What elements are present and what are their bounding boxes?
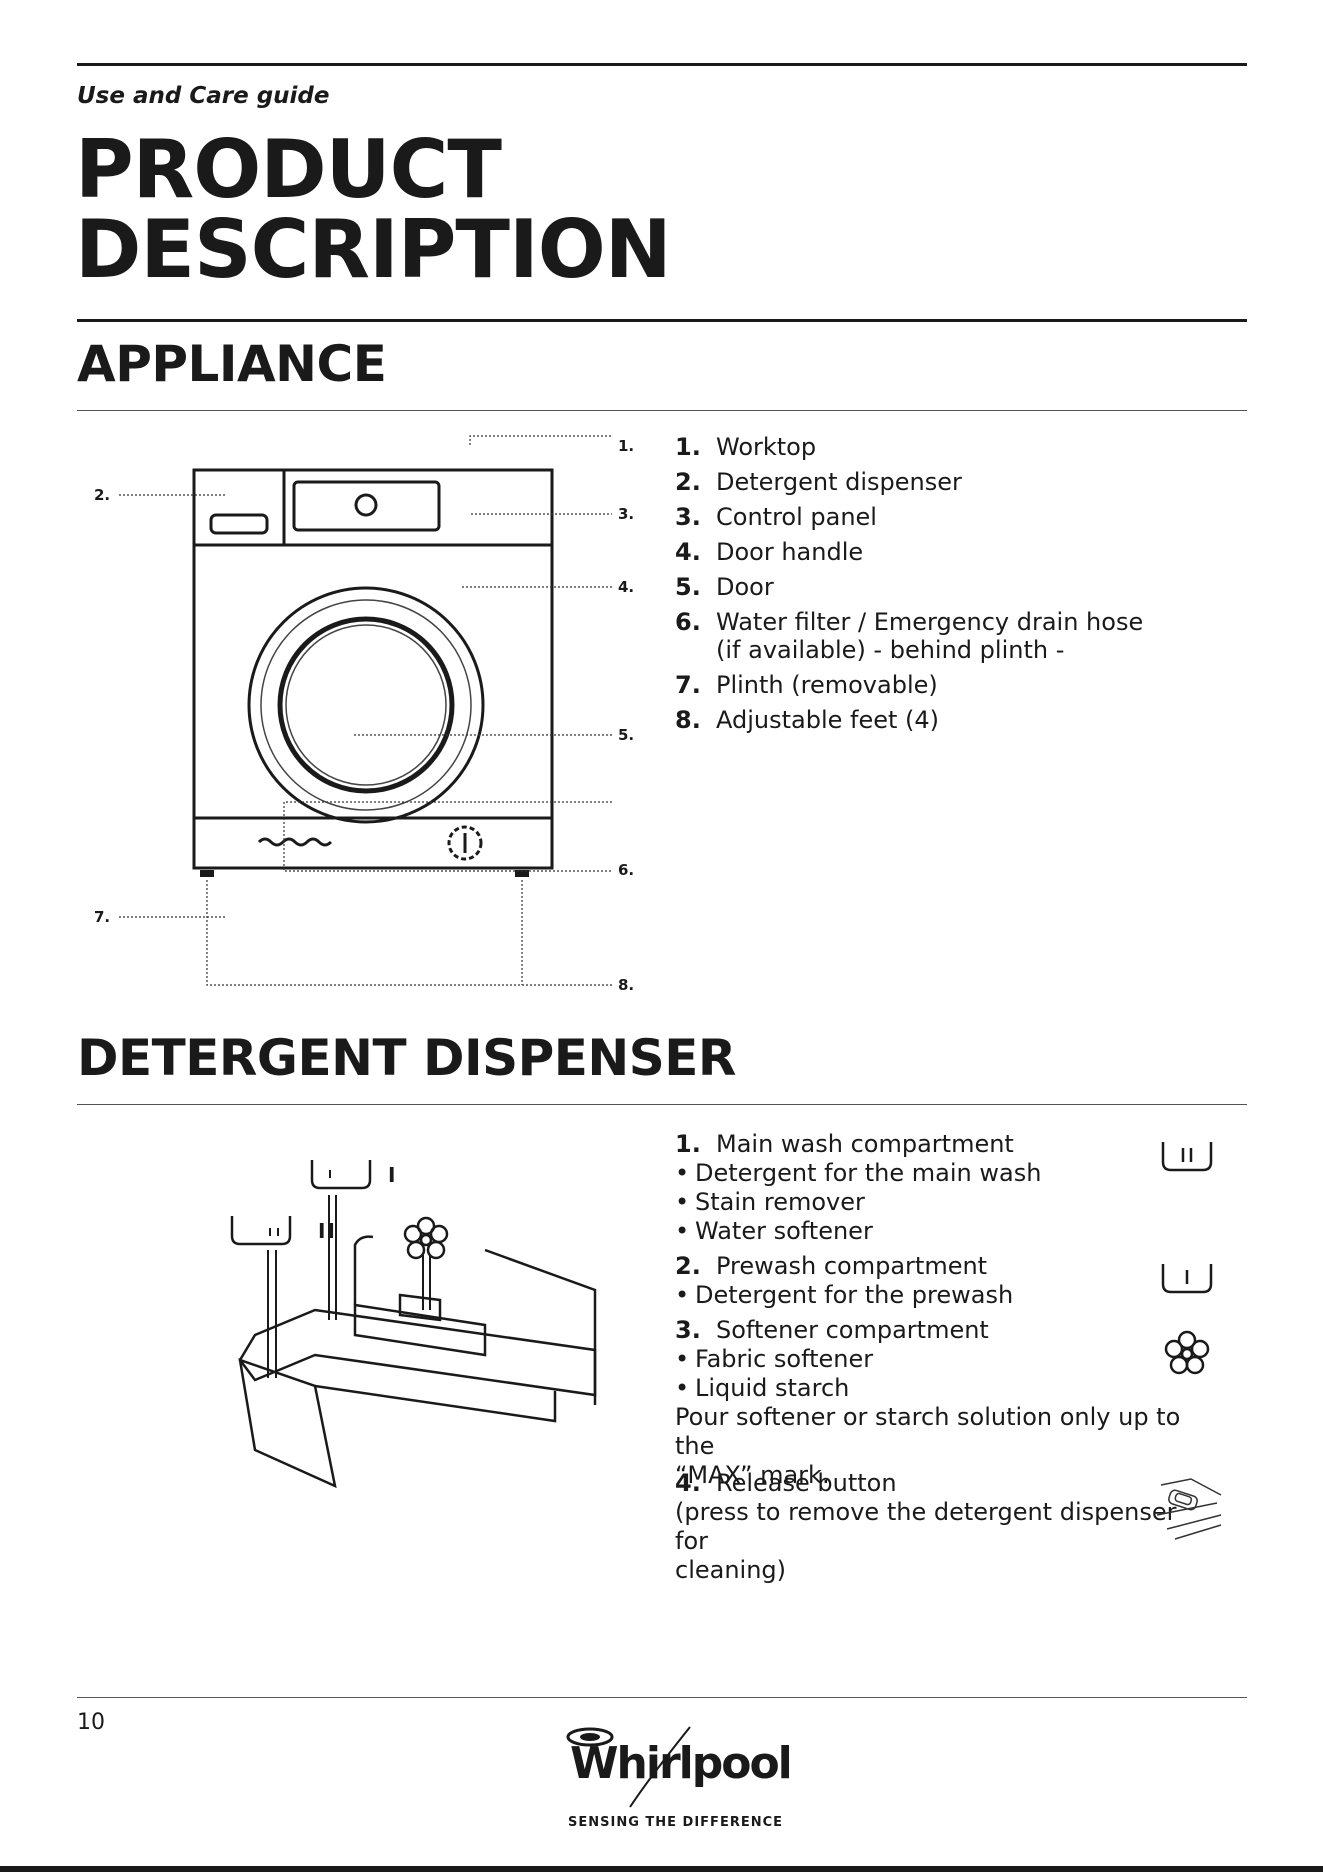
compartment-1: 1.Main wash compartment •Detergent for t… bbox=[675, 1130, 1215, 1246]
control-panel bbox=[292, 480, 441, 532]
prewash-symbol-label: I bbox=[388, 1163, 396, 1187]
dispenser-drawer bbox=[209, 513, 269, 535]
compartment-4: 4.Release button (press to remove the de… bbox=[675, 1469, 1222, 1585]
callout-3: 3. bbox=[618, 505, 635, 523]
door-ring bbox=[247, 586, 485, 824]
dispenser-subrule bbox=[77, 1104, 1247, 1105]
compartment-2: 2.Prewash compartment •Detergent for the… bbox=[675, 1252, 1215, 1310]
release-button-icon bbox=[1156, 1478, 1222, 1540]
list-item: 4.Door handle bbox=[675, 538, 864, 566]
machine-body bbox=[192, 468, 554, 870]
whirlpool-logo-swirl-icon bbox=[566, 1726, 691, 1808]
door-glass bbox=[277, 616, 455, 794]
softener-flower-icon bbox=[403, 1216, 449, 1260]
appliance-title: APPLIANCE bbox=[77, 335, 387, 393]
callout-2: 2. bbox=[94, 486, 111, 504]
bottom-border bbox=[0, 1866, 1323, 1872]
washing-machine-diagram bbox=[119, 435, 612, 986]
main-wash-symbol-label: II bbox=[318, 1219, 337, 1243]
compartment-3: 3.Softener compartment •Fabric softener … bbox=[675, 1316, 1215, 1490]
page-number: 10 bbox=[77, 1710, 105, 1735]
page-title: PRODUCT DESCRIPTION bbox=[75, 130, 672, 290]
main-wash-cup-icon bbox=[230, 1216, 292, 1246]
prewash-icon bbox=[1161, 1264, 1213, 1294]
list-item: 7.Plinth (removable) bbox=[675, 671, 938, 699]
footer-rule bbox=[77, 1697, 1247, 1698]
softener-flower-icon bbox=[1164, 1330, 1210, 1375]
callout-7: 7. bbox=[94, 908, 111, 926]
list-item: 3.Control panel bbox=[675, 503, 877, 531]
callout-5: 5. bbox=[618, 726, 635, 744]
list-item: 6.Water filter / Emergency drain hose(if… bbox=[675, 608, 1144, 664]
logo-tagline: SENSING THE DIFFERENCE bbox=[568, 1815, 784, 1830]
list-item: 8.Adjustable feet (4) bbox=[675, 706, 940, 734]
guide-label: Use and Care guide bbox=[77, 83, 330, 109]
drain-hose-icon bbox=[257, 837, 333, 847]
drain-filter-icon bbox=[447, 825, 483, 861]
callout-4: 4. bbox=[618, 578, 635, 596]
appliance-parts-list: 1.Worktop 2.Detergent dispenser 3.Contro… bbox=[675, 433, 1195, 741]
list-item: 1.Worktop bbox=[675, 433, 817, 461]
top-rule bbox=[77, 63, 1247, 66]
appliance-rule bbox=[77, 319, 1247, 322]
appliance-subrule bbox=[77, 410, 1247, 411]
control-knob bbox=[354, 493, 378, 517]
dispenser-drawer-diagram bbox=[230, 1160, 597, 1489]
prewash-cup-icon bbox=[310, 1160, 372, 1190]
main-wash-icon bbox=[1161, 1142, 1213, 1172]
list-item: 2.Detergent dispenser bbox=[675, 468, 962, 496]
callout-6: 6. bbox=[618, 861, 635, 879]
list-item: 5.Door bbox=[675, 573, 774, 601]
callout-1: 1. bbox=[618, 437, 635, 455]
title-line-1: PRODUCT bbox=[75, 123, 502, 216]
whirlpool-logo: Whirlpool bbox=[570, 1738, 793, 1789]
title-line-2: DESCRIPTION bbox=[75, 203, 672, 296]
callout-8: 8. bbox=[618, 976, 635, 994]
dispenser-title: DETERGENT DISPENSER bbox=[77, 1029, 736, 1087]
